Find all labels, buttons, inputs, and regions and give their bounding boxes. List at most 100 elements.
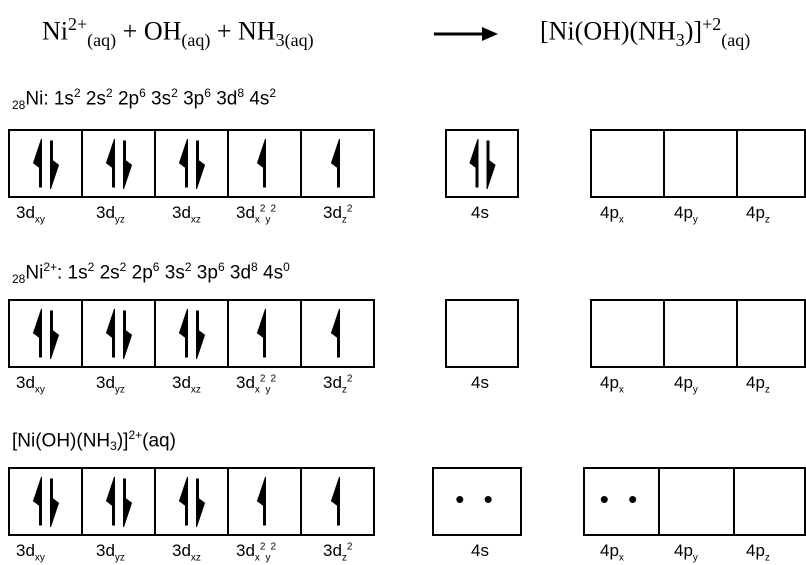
electron-pair-arrows-icon [469,138,496,190]
plus-sign: + [122,16,138,46]
orbital-4px [592,301,665,366]
exp: 6 [204,86,211,100]
orbital-3dx2y2 [229,301,302,366]
exp: 2 [171,86,178,100]
label-3dx2y2: 3dx2y2 [236,373,277,396]
exp: 6 [152,260,160,274]
arrow-right-icon [434,27,498,41]
label-3dx2y2: 3dx2y2 [236,203,277,226]
orbital-3dx2y2 [229,131,302,196]
electron-pair-arrows-icon [178,308,206,360]
exp: 8 [237,86,245,100]
complex-charge: 2+ [128,428,143,442]
orbital-3dz2 [302,469,375,534]
product-formula: [Ni(OH)(NH3)]+2(aq) [540,14,750,51]
label-4py: 4py [674,541,698,564]
orbital-3dz2 [302,301,375,366]
electron-up-arrow-icon [256,308,266,358]
exp: 2 [269,86,277,100]
subscript-3: 3 [110,439,117,454]
state-aq: (aq) [181,29,211,50]
exp: 2 [105,86,113,100]
label-3dz2: 3dz2 [323,541,353,564]
complex-label: [Ni(OH)(NH3)]2+(aq) [12,428,176,454]
label-3dxz: 3dxz [172,373,201,396]
orbital-3dxz [156,131,229,196]
product-open: [Ni(OH)(NH [540,16,676,46]
nickel-charge: 2+ [68,14,88,34]
exp: 6 [217,260,225,274]
electron-pair-arrows-icon [178,138,206,190]
exp: 2 [184,260,192,274]
4s-orbital-box [445,129,519,198]
complex-open: [Ni(OH)(NH [12,430,111,452]
electron-pair-arrows-icon [32,476,60,528]
orbital-3dx2y2 [229,469,302,534]
orbital-3dxy [10,301,83,366]
3d-orbital-box [8,467,375,536]
product-close: )] [684,16,703,46]
element-symbol: Ni [25,262,44,284]
label-4px: 4px [600,541,624,564]
label-4px: 4px [600,203,624,226]
orbital-3dxz [156,301,229,366]
nickel-symbol: Ni [42,16,68,46]
orbital-3dxy [10,469,83,534]
label-4s: 4s [471,203,489,222]
orbital-4px: • • [585,469,660,534]
electron-pair-arrows-icon [32,138,60,190]
exp: 0 [283,260,290,274]
label-4py: 4py [674,203,698,226]
hydroxide-symbol: OH [143,16,182,46]
label-4pz: 4pz [746,373,770,396]
product-state: (aq) [721,29,751,50]
label-4py: 4py [674,373,698,396]
3d-orbital-box [8,299,375,368]
orbital-3dz2 [302,131,375,196]
ni-electron-configuration: 28Ni: 1s2 2s2 2p6 3s2 3p6 3d8 4s2 [12,86,277,113]
4s-orbital-box: • • [432,467,522,536]
subscript-3: 3 [275,29,285,50]
ammonia-symbol: NH [238,16,276,46]
orbital-3dyz [83,301,156,366]
orbital-3dyz [83,469,156,534]
label-3dyz: 3dyz [96,203,125,226]
state-aq: (aq) [87,29,117,50]
subscript-3: 3 [675,29,685,50]
ni2-electron-configuration: 28Ni2+: 1s2 2s2 2p6 3s2 3p6 3d8 4s0 [12,260,290,287]
electron-up-arrow-icon [330,308,340,358]
label-3dxy: 3dxy [16,203,45,226]
label-4px: 4px [600,373,624,396]
label-4s: 4s [471,373,489,392]
complex-close: )] [116,430,129,452]
orbital-4py [660,469,735,534]
atomic-number: 28 [12,98,26,113]
complex-state: (aq) [142,430,176,452]
label-4pz: 4pz [746,541,770,564]
orbital-4py [665,131,738,196]
3d-orbital-box [8,129,375,198]
orbital-4s: • • [434,469,520,534]
orbital-4s [447,301,517,366]
orbital-4pz [735,469,806,534]
label-3dz2: 3dz2 [323,203,353,226]
exp: 2 [119,260,127,274]
orbital-4s [447,131,517,196]
electron-pair-arrows-icon [105,308,133,360]
exp: 8 [251,260,258,274]
orbital-4pz [738,301,806,366]
label-3dxz: 3dxz [172,541,201,564]
lone-pair-dots: • • [599,484,644,514]
state-aq: (aq) [284,29,314,50]
plus-sign: + [216,16,232,46]
product-charge: +2 [702,14,722,34]
reaction-equation: Ni2+(aq) + OH(aq) + NH3(aq) [42,14,314,51]
ion-charge: 2+ [43,260,57,274]
orbital-3dxy [10,131,83,196]
atomic-number: 28 [12,272,26,287]
exp: 2 [73,86,81,100]
config-start: : 1s [43,88,74,110]
exp: 6 [139,86,146,100]
exp: 2 [87,260,95,274]
label-3dxy: 3dxy [16,541,45,564]
